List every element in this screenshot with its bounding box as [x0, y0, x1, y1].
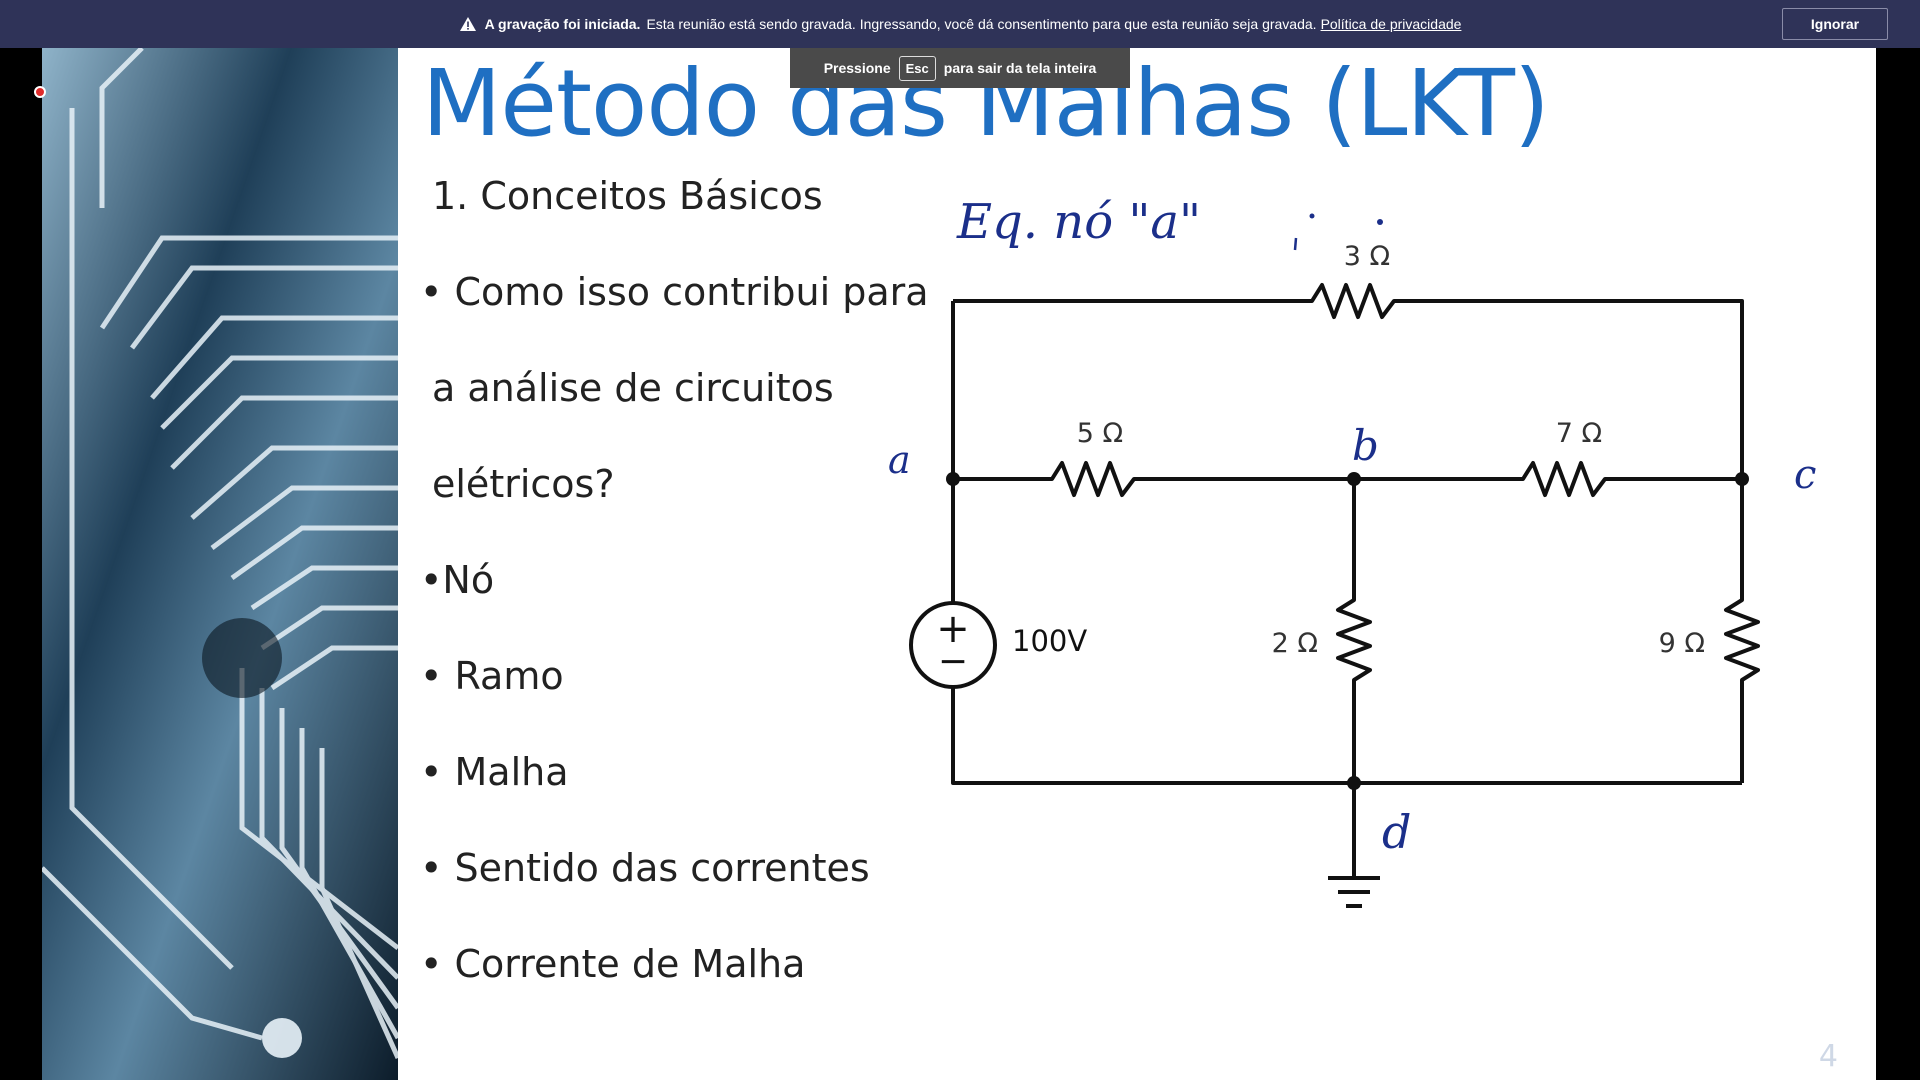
page-number: 4	[1818, 1039, 1838, 1074]
exit-fullscreen-toast: Pressione Esc para sair da tela inteira	[790, 48, 1130, 88]
source-plus-sign: +	[936, 606, 970, 652]
bullet-item: • Corrente de Malha	[420, 942, 806, 986]
source-voltage-label: 100V	[1012, 624, 1087, 658]
esc-key-badge: Esc	[898, 55, 936, 81]
recording-indicator-icon	[34, 86, 46, 98]
handwritten-node-b: b	[1352, 421, 1379, 470]
circuit-diagram: + − 3 Ω 5 Ω 7 Ω 2 Ω 9 Ω 100V Eq. nó "a" …	[888, 194, 1816, 908]
bullet-item: elétricos?	[432, 462, 615, 506]
resistor-label-bc: 7 Ω	[1556, 418, 1602, 449]
warning-icon	[459, 17, 476, 31]
privacy-policy-link[interactable]: Política de privacidade	[1320, 16, 1462, 32]
bullet-item: • Ramo	[420, 654, 564, 698]
circuit-decoration-image	[42, 48, 398, 1080]
handwritten-node-c: c	[1794, 452, 1816, 498]
handwritten-node-d: d	[1382, 805, 1411, 859]
resistor-label-top: 3 Ω	[1344, 241, 1390, 272]
bullet-item: • Como isso contribui para	[420, 270, 929, 314]
recording-banner: A gravação foi iniciada. Esta reunião es…	[0, 0, 1920, 48]
bullet-item: • Malha	[420, 750, 569, 794]
bullet-item: • Sentido das correntes	[420, 846, 870, 890]
toast-text-before: Pressione	[823, 60, 891, 76]
resistor-label-ab: 5 Ω	[1077, 418, 1123, 449]
bullet-item: •Nó	[420, 558, 495, 602]
resistor-label-cd: 9 Ω	[1659, 628, 1705, 659]
recording-title: A gravação foi iniciada.	[484, 16, 641, 32]
handwritten-node-a: a	[888, 438, 911, 482]
recording-message: Esta reunião está sendo gravada. Ingress…	[646, 16, 1317, 32]
handwritten-note: Eq. nó "a"	[956, 194, 1201, 250]
slide-heading: 1. Conceitos Básicos	[432, 174, 823, 218]
resistor-label-bd: 2 Ω	[1272, 628, 1318, 659]
bullet-item: a análise de circuitos	[432, 366, 834, 410]
ignore-button[interactable]: Ignorar	[1782, 8, 1888, 40]
presentation-slide: Método das Malhas (LKT) 1. Conceitos Bás…	[42, 48, 1876, 1080]
source-minus-sign: −	[938, 641, 968, 682]
toast-text-after: para sair da tela inteira	[943, 60, 1097, 76]
